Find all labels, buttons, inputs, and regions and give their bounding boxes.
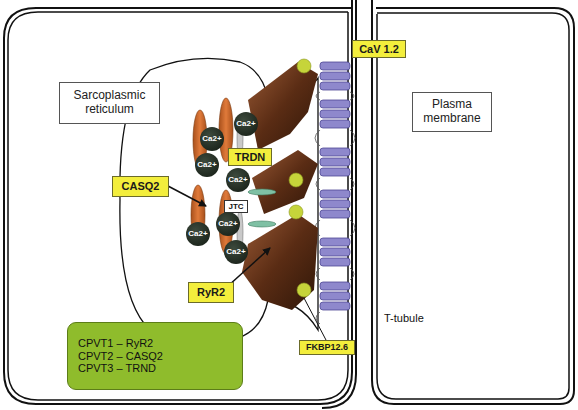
node-text: TRDN: [235, 151, 266, 164]
calcium-ion: Ca2+: [226, 168, 250, 192]
cell-membrane: [377, 13, 569, 399]
calcium-ion: Ca2+: [200, 127, 224, 151]
node-text: CPVT3 – TRND: [78, 362, 156, 375]
protein-label: CaV 1.2: [352, 40, 406, 58]
node-text: Plasma membrane: [417, 98, 487, 126]
cell-membrane: [372, 0, 574, 404]
leader-arrow: [168, 186, 206, 206]
calcium-ion: Ca2+: [216, 212, 240, 236]
node-text: Ca2+: [228, 175, 247, 184]
node-text: Ca2+: [236, 119, 255, 128]
node-text: CPVT2 – CASQ2: [78, 350, 163, 363]
node-text: Ca2+: [218, 219, 237, 228]
node-text: RyR2: [197, 286, 225, 299]
node-text: Ca2+: [202, 134, 221, 143]
calcium-ion: Ca2+: [224, 240, 248, 264]
sr-label-box: Sarcoplasmic reticulum: [59, 82, 160, 124]
region-label: T-tubule: [384, 312, 424, 324]
leader-line: [304, 298, 326, 340]
node-text: Ca2+: [188, 229, 207, 238]
membrane-label-box: Plasma membrane: [412, 92, 492, 132]
node-text: Ca2+: [226, 247, 245, 256]
node-text: JTC: [228, 202, 243, 211]
calcium-ion: Ca2+: [186, 222, 210, 246]
fkbp-protein: [289, 59, 311, 297]
calcium-ion: Ca2+: [234, 112, 258, 136]
channel-loops: [315, 92, 355, 324]
node-text: CPVT1 – RyR2: [78, 337, 153, 350]
protein-label: TRDN: [228, 148, 272, 166]
node-text: Ca2+: [197, 160, 216, 169]
node-text: Sarcoplasmic reticulum: [64, 89, 155, 117]
protein-label: RyR2: [188, 282, 234, 303]
cell-membrane: [8, 12, 348, 400]
cav-channel: [320, 62, 350, 310]
ryr2-channel: [242, 62, 318, 310]
legend-box: CPVT1 – RyR2CPVT2 – CASQ2CPVT3 – TRND: [67, 322, 243, 390]
protein-label: FKBP12.6: [299, 340, 355, 355]
node-text: FKBP12.6: [306, 342, 348, 352]
calcium-ion: Ca2+: [195, 153, 219, 177]
node-text: CASQ2: [122, 180, 160, 193]
protein-label: CASQ2: [112, 176, 169, 197]
node-text: CaV 1.2: [359, 43, 399, 56]
